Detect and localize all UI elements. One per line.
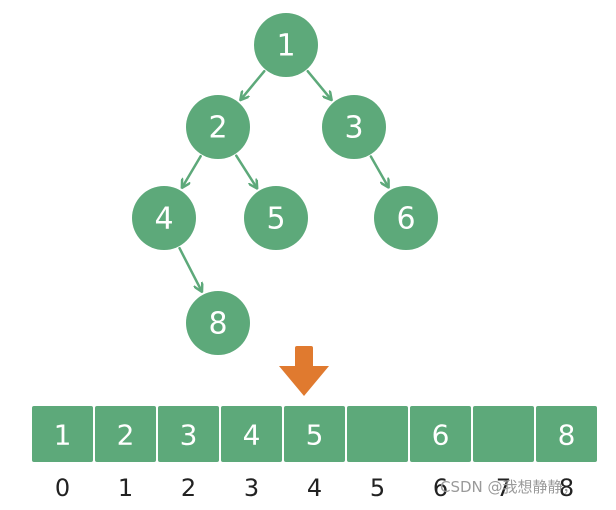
array-cell-box [473, 406, 534, 462]
array-cell-1: 2 [95, 406, 156, 462]
array-cell-value: 6 [432, 419, 450, 452]
array-cell-box [410, 406, 471, 462]
array-index-3: 3 [244, 474, 259, 502]
tree-node-label: 8 [208, 307, 227, 342]
array-cell-6: 6 [410, 406, 471, 462]
tree-edge-n2-n5 [235, 154, 256, 188]
array-index-0: 0 [55, 474, 70, 502]
tree-node-circle [254, 13, 318, 77]
tree-edge-n4-n8 [178, 246, 202, 291]
array-index-5: 5 [370, 474, 385, 502]
array-cells: 1 2 3 4 5 6 8 [32, 406, 597, 462]
tree-node-label: 4 [154, 202, 173, 237]
tree-node-circle [244, 186, 308, 250]
array-cell-value: 4 [243, 419, 261, 452]
tree-node-2: 2 [186, 95, 250, 159]
tree-node-1: 1 [254, 13, 318, 77]
tree-node-6: 6 [374, 186, 438, 250]
tree-edge-n2-n4 [182, 154, 202, 187]
tree-node-label: 3 [344, 111, 363, 146]
tree-edges [178, 69, 389, 291]
array-cell-value: 1 [54, 419, 72, 452]
array-cell-value: 2 [117, 419, 135, 452]
tree-nodes: 1 2 3 4 5 6 8 [132, 13, 438, 355]
array-cell-value: 3 [180, 419, 198, 452]
tree-node-5: 5 [244, 186, 308, 250]
tree-node-circle [186, 95, 250, 159]
array-index-2: 2 [181, 474, 196, 502]
tree-node-label: 6 [396, 202, 415, 237]
array-cell-box [221, 406, 282, 462]
array-cell-5 [347, 406, 408, 462]
down-arrow-icon [279, 346, 329, 396]
array-index-7: 7 [496, 474, 511, 502]
array-cell-value: 8 [558, 419, 576, 452]
array-index-6: 6 [433, 474, 448, 502]
array-cell-box [95, 406, 156, 462]
array-cell-value: 5 [306, 419, 324, 452]
tree-edge-n1-n3 [306, 69, 331, 99]
array-cell-3: 4 [221, 406, 282, 462]
array-cell-7 [473, 406, 534, 462]
tree-node-label: 1 [276, 29, 295, 64]
array-index-4: 4 [307, 474, 322, 502]
tree-edge-n1-n2 [241, 69, 266, 99]
array-cell-8: 8 [536, 406, 597, 462]
array-cell-box [32, 406, 93, 462]
tree-node-3: 3 [322, 95, 386, 159]
tree-node-label: 2 [208, 111, 227, 146]
array-index-8: 8 [559, 474, 574, 502]
array-cell-box [284, 406, 345, 462]
down-arrow-head [279, 366, 329, 396]
array-cell-0: 1 [32, 406, 93, 462]
tree-node-circle [186, 291, 250, 355]
array-cell-box [347, 406, 408, 462]
tree-node-circle [132, 186, 196, 250]
array-index-1: 1 [118, 474, 133, 502]
tree-node-label: 5 [266, 202, 285, 237]
array-cell-2: 3 [158, 406, 219, 462]
watermark-text: CSDN @我想静静， [440, 478, 578, 496]
tree-edge-n3-n6 [369, 155, 388, 187]
down-arrow-shaft [295, 346, 313, 368]
array-cell-4: 5 [284, 406, 345, 462]
tree-node-circle [322, 95, 386, 159]
array-cell-box [158, 406, 219, 462]
tree-node-8: 8 [186, 291, 250, 355]
tree-node-4: 4 [132, 186, 196, 250]
tree-node-circle [374, 186, 438, 250]
array-cell-box [536, 406, 597, 462]
array-indices: 0 1 2 3 4 5 6 7 8 [55, 474, 574, 502]
